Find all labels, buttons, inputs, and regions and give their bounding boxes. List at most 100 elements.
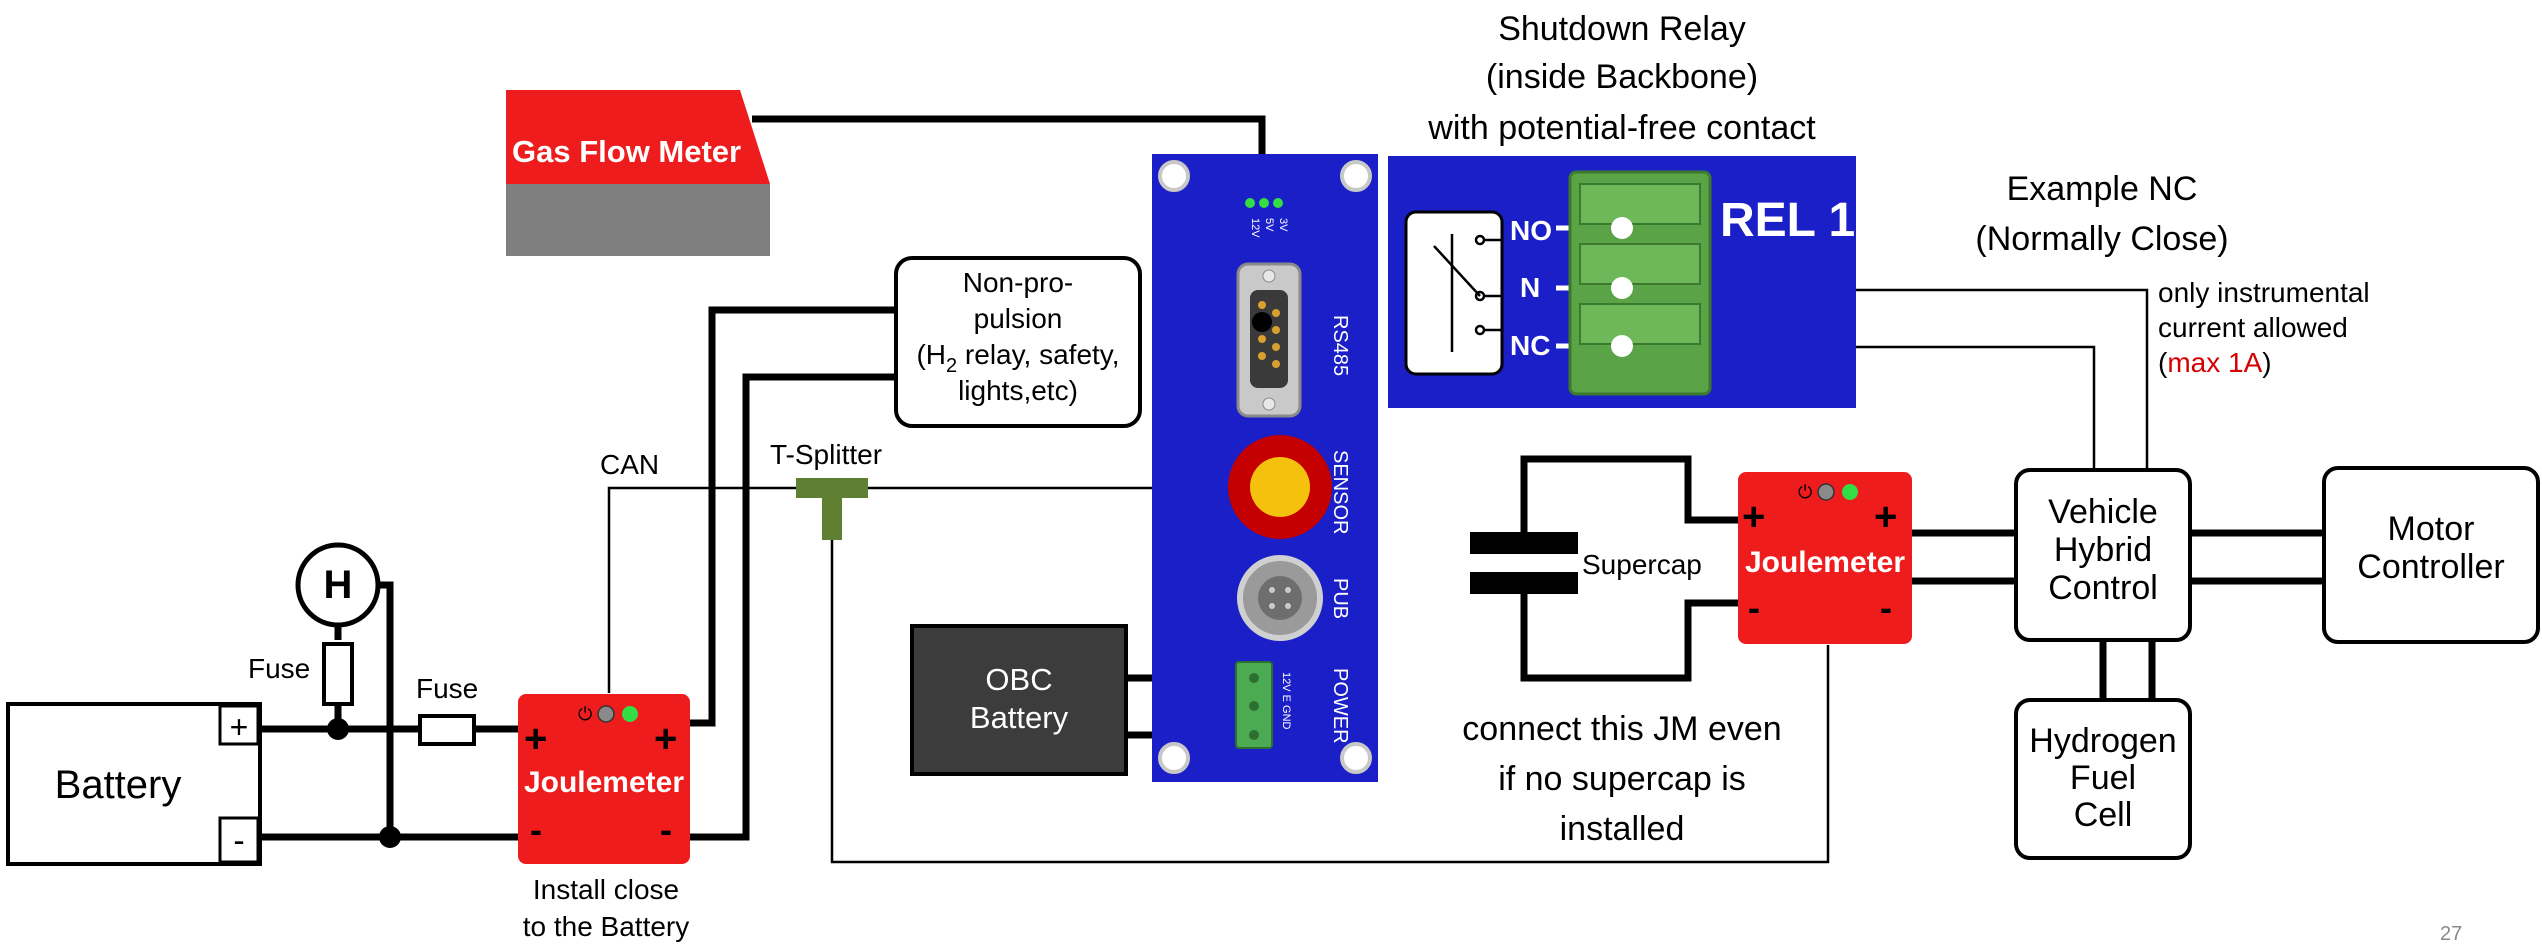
max-current-value: max 1A: [2167, 347, 2262, 378]
joulemeter-right: ⏻ + + Joulemeter - -: [1738, 472, 1912, 644]
joulemeter-left: ⏻ + + Joulemeter - -: [518, 694, 690, 864]
hydrogen-sensor-label: H: [324, 563, 353, 607]
led-label-12v: 12V: [1249, 218, 1261, 238]
mount-hole-tl: [1158, 160, 1190, 192]
joulemeter-left-note-line-1: Install close: [533, 874, 679, 905]
led-label-3v: 3V: [1277, 218, 1289, 232]
fuse-vertical: [322, 642, 354, 706]
joulemeter-left-plus-in: +: [524, 717, 547, 761]
fuel-cell-line-3: Cell: [2074, 796, 2133, 834]
gas-flow-meter-body: [506, 184, 770, 256]
sensor-connector-center: [1250, 457, 1310, 517]
relay-board-label: REL 1: [1720, 194, 1855, 247]
joulemeter-right-note-line-2: if no supercap is: [1498, 760, 1746, 798]
joulemeter-left-minus-out: -: [660, 809, 672, 850]
battery-box: [6, 702, 262, 866]
relay-pin-no-label: NO: [1510, 215, 1552, 246]
can-label: CAN: [600, 449, 659, 480]
vhc-line-1: Vehicle: [2048, 493, 2158, 531]
main-battery: + - Battery: [6, 702, 262, 866]
led-12v: [1245, 198, 1255, 208]
supercap-label: Supercap: [1582, 549, 1702, 580]
relay-title-line-3: with potential-free contact: [1427, 109, 1816, 147]
port-label-sensor: SENSOR: [1329, 450, 1351, 534]
port-label-rs485: RS485: [1329, 315, 1351, 376]
mount-hole-tr: [1340, 160, 1372, 192]
joulemeter-left-plus-out: +: [654, 717, 677, 761]
battery-label: Battery: [55, 763, 182, 807]
battery-plus-terminal: [218, 704, 260, 746]
joulemeter-left-led-green: [622, 706, 638, 722]
non-propulsion-box: Non-pro- pulsion (H2 relay, safety, ligh…: [894, 256, 1142, 428]
joulemeter-right-power-icon: ⏻: [1798, 482, 1812, 502]
junction-minus: [379, 826, 401, 848]
vhc-line-2: Hybrid: [2054, 531, 2152, 569]
relay-pin-n-label: N: [1520, 272, 1540, 303]
relay-board: NO N NC REL 1: [1388, 156, 1856, 408]
led-5v: [1259, 198, 1269, 208]
joulemeter-left-body: [518, 694, 690, 864]
obc-battery-line-2: Battery: [970, 700, 1069, 735]
wire-nonprop-minus: [680, 373, 898, 841]
supercap-plate-top: [1470, 532, 1578, 554]
joulemeter-right-led-grey: [1817, 483, 1835, 501]
mount-hole-br: [1340, 742, 1372, 774]
joulemeter-right-note-line-3: installed: [1560, 810, 1685, 848]
wire-can-right-jm: [830, 535, 1830, 864]
example-note-line-3: (max 1A): [2158, 347, 2272, 378]
joulemeter-right-minus-in: -: [1748, 587, 1760, 628]
relay-terminal-nc: [1611, 335, 1633, 357]
joulemeter-right-note-line-1: connect this JM even: [1462, 710, 1781, 748]
non-propulsion-line-1: Non-pro-: [963, 267, 1073, 298]
wire-supercap-bottom: [1520, 572, 1738, 682]
t-splitter-stem: [822, 478, 842, 540]
joulemeter-left-label: Joulemeter: [524, 766, 684, 799]
relay-title-line-1: Shutdown Relay: [1498, 10, 1746, 48]
power-pin-labels: 12V E GND: [1280, 672, 1292, 730]
non-propulsion-line-3: (H2 relay, safety,: [916, 339, 1119, 377]
example-title-line-1: Example NC: [2007, 170, 2198, 208]
battery-plus-sign: +: [230, 709, 249, 745]
vhc-line-3: Control: [2048, 569, 2158, 607]
fuel-cell-line-2: Fuel: [2070, 759, 2136, 797]
obc-battery-box: [910, 624, 1128, 776]
gas-flow-meter: Gas Flow Meter: [506, 90, 770, 256]
wire-nonprop-plus: [680, 306, 898, 727]
fuse-label-2: Fuse: [416, 673, 478, 704]
relay-schematic-box: [1404, 210, 1504, 376]
vehicle-hybrid-control: Vehicle Hybrid Control: [2014, 468, 2192, 642]
motor-controller: Motor Controller: [2322, 466, 2540, 644]
motor-controller-line-2: Controller: [2357, 548, 2504, 586]
example-note-line-1: only instrumental: [2158, 277, 2370, 308]
fuse-label-1: Fuse: [248, 653, 310, 684]
port-label-power: POWER: [1329, 668, 1351, 744]
supercap: Supercap: [1470, 532, 1702, 594]
example-title-line-2: (Normally Close): [1975, 220, 2228, 258]
t-splitter: [796, 478, 868, 540]
battery-minus-sign: -: [233, 822, 244, 860]
gas-flow-meter-top: [506, 90, 770, 184]
relay-title-line-2: (inside Backbone): [1486, 58, 1758, 96]
relay-terminal-n: [1611, 277, 1633, 299]
relay-terminal-no: [1611, 217, 1633, 239]
joulemeter-right-label: Joulemeter: [1745, 546, 1905, 579]
wire-sensor-ground: [378, 581, 394, 837]
junction-plus: [327, 718, 349, 740]
fuel-cell-line-1: Hydrogen: [2029, 722, 2176, 760]
motor-controller-box: [2322, 466, 2540, 644]
led-3v: [1273, 198, 1283, 208]
rs485-connector: [1236, 262, 1302, 418]
supercap-plate-bottom: [1470, 572, 1578, 594]
backbone-board: 12V 5V 3V RS485 SENSOR PUB 12V E: [1152, 154, 1378, 782]
port-label-pub: PUB: [1329, 578, 1351, 619]
joulemeter-left-minus-in: -: [530, 809, 542, 850]
non-propulsion-line-4: lights,etc): [958, 375, 1078, 406]
gas-flow-meter-label: Gas Flow Meter: [512, 134, 741, 169]
fuse-horizontal: [418, 714, 476, 746]
motor-controller-line-1: Motor: [2388, 510, 2475, 548]
relay-pin-nc-label: NC: [1510, 330, 1550, 361]
obc-battery: OBC Battery: [910, 624, 1128, 776]
vehicle-hybrid-control-box: [2014, 468, 2192, 642]
relay-switch-symbol: [1433, 234, 1502, 352]
